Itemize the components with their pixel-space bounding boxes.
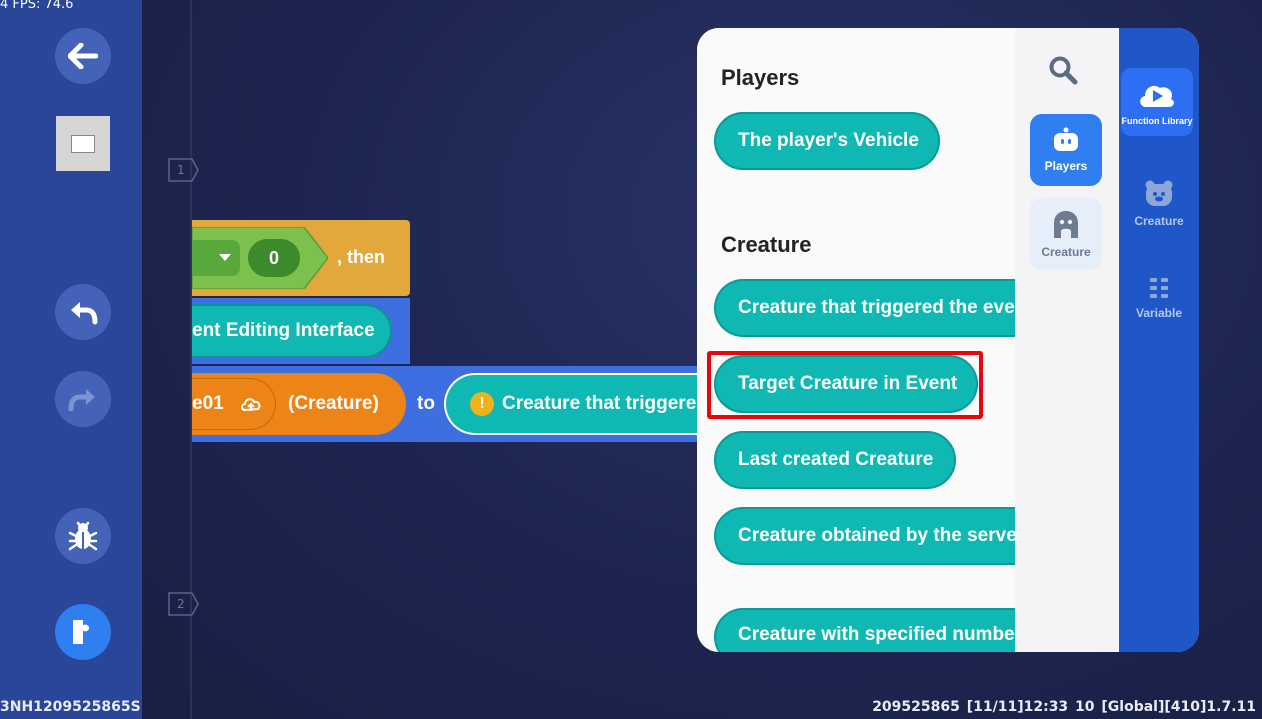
- block-item-last-created-creature[interactable]: Last created Creature: [714, 431, 956, 489]
- category-players[interactable]: Players: [1030, 114, 1102, 186]
- nav-creature-label: Creature: [1134, 214, 1184, 228]
- chevron-down-icon: [219, 254, 231, 261]
- cloud-icon: [240, 398, 261, 412]
- search-icon[interactable]: [1048, 55, 1078, 85]
- arrow-left-icon: [68, 43, 98, 69]
- status-info: 209525865 [11/11]12:33 10 [Global][410]1…: [872, 699, 1256, 715]
- variable-type: (Creature): [288, 393, 379, 414]
- nav-variable[interactable]: Variable: [1123, 276, 1195, 320]
- redo-button[interactable]: [55, 371, 111, 427]
- bug-icon: [68, 521, 98, 551]
- library-nav: Function Library Creature Variab: [1119, 28, 1199, 652]
- blocks-button[interactable]: [55, 604, 111, 660]
- debug-button[interactable]: [55, 508, 111, 564]
- block-item-players-vehicle[interactable]: The player's Vehicle: [714, 112, 940, 170]
- line-number-1: 1: [168, 158, 199, 182]
- puzzle-icon: [73, 620, 89, 644]
- operator-dropdown[interactable]: [192, 240, 240, 276]
- line-number-2: 2: [168, 592, 199, 616]
- number-value[interactable]: 0: [248, 239, 300, 277]
- undo-button[interactable]: [55, 284, 111, 340]
- variable-name-slot[interactable]: e01: [192, 378, 276, 430]
- editing-interface-value[interactable]: ent Editing Interface: [192, 304, 392, 358]
- block-item-creature-obtained[interactable]: Creature obtained by the serve: [714, 507, 1015, 565]
- robot-icon: [1054, 127, 1078, 151]
- block-picker-panel: Players The player's Vehicle Creature Cr…: [697, 28, 1199, 652]
- play-cloud-icon: [1140, 85, 1174, 107]
- fps-counter: 4 FPS: 74.6: [0, 0, 74, 12]
- gutter-line: [190, 0, 192, 719]
- to-label: to: [417, 393, 435, 414]
- category-creature-label: Creature: [1041, 245, 1091, 259]
- redo-icon: [68, 389, 95, 412]
- back-button[interactable]: [55, 28, 111, 84]
- category-players-label: Players: [1044, 159, 1088, 173]
- selection-highlight: [707, 351, 983, 419]
- block-item-creature-specified-number[interactable]: Creature with specified number: [714, 608, 1015, 652]
- bear-icon: [1145, 180, 1173, 206]
- assigned-value-block[interactable]: ! Creature that triggere: [444, 373, 704, 435]
- category-column: Players Creature: [1015, 28, 1119, 652]
- nav-variable-label: Variable: [1135, 306, 1183, 320]
- grid-icon: [1150, 278, 1168, 298]
- warning-icon: !: [470, 392, 494, 416]
- nav-function-library[interactable]: Function Library: [1121, 68, 1193, 136]
- left-toolbar: 4 FPS: 74.6: [0, 0, 142, 719]
- ghost-icon: [1054, 211, 1078, 238]
- variable-block[interactable]: [192, 373, 406, 435]
- variable-name: e01: [192, 393, 224, 414]
- then-label: , then: [337, 247, 385, 267]
- block-item-target-creature[interactable]: Target Creature in Event: [714, 355, 978, 413]
- block-item-creature-triggered[interactable]: Creature that triggered the eve: [714, 279, 1015, 337]
- preview-thumbnail[interactable]: [56, 116, 110, 171]
- undo-icon: [71, 302, 98, 325]
- section-title-players: Players: [721, 65, 800, 90]
- category-creature[interactable]: Creature: [1030, 198, 1102, 270]
- assigned-value-label: Creature that triggere: [502, 393, 697, 414]
- status-id: 3NH1209525865S: [0, 699, 141, 715]
- nav-creature[interactable]: Creature: [1123, 180, 1195, 228]
- block-list[interactable]: Players The player's Vehicle Creature Cr…: [697, 28, 1015, 652]
- nav-function-library-label: Function Library: [1121, 116, 1193, 126]
- section-title-creature: Creature: [721, 232, 812, 257]
